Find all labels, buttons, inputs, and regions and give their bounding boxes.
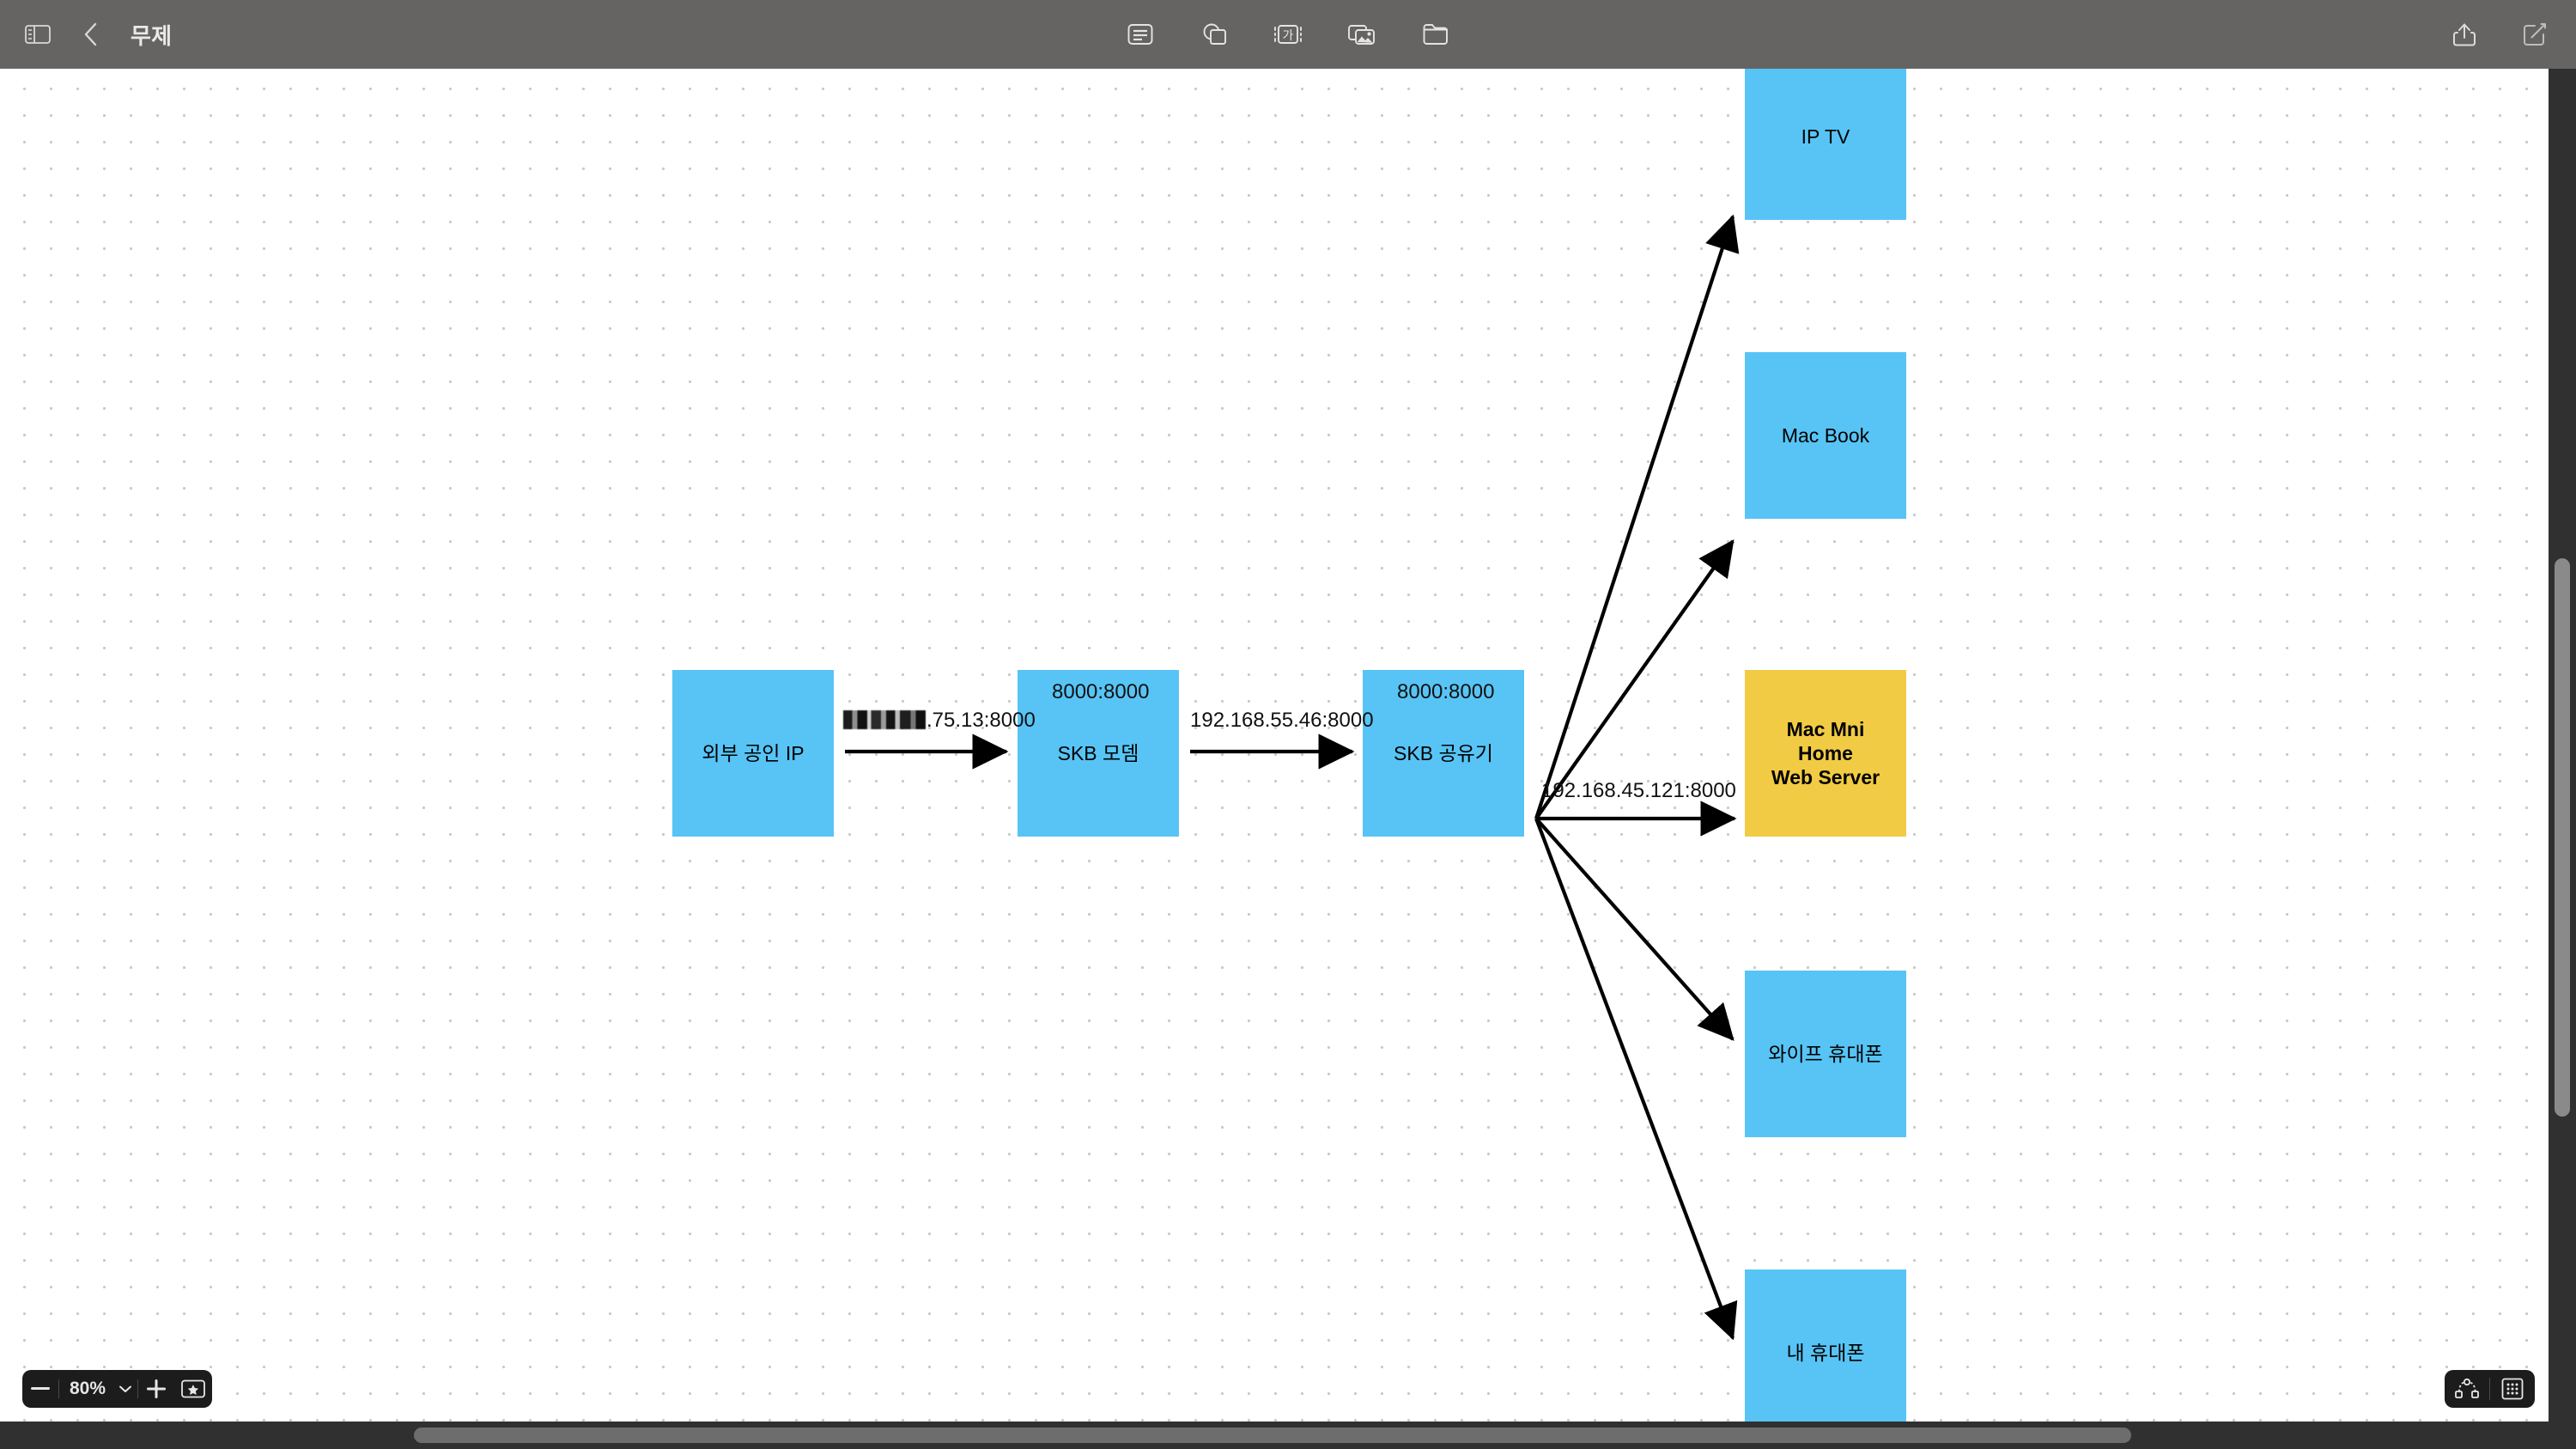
node-label: 와이프 휴대폰 (1768, 1042, 1883, 1065)
node-my-phone[interactable]: 내 휴대폰 (1745, 1269, 1906, 1422)
edge-label-modem-lan-ip[interactable]: 192.168.55.46:8000 (1190, 709, 1374, 733)
edge-label-text: 8000:8000 (1052, 680, 1150, 703)
node-label: IP TV (1801, 125, 1850, 148)
diagram-canvas[interactable]: 외부 공인 IP SKB 모뎀 SKB 공유기 IP TV Mac Book M… (0, 69, 2549, 1422)
edge-label-modem-forward[interactable]: 8000:8000 (1052, 680, 1149, 704)
edge-label-router-lan-ip[interactable]: 192.168.45.121:8000 (1541, 779, 1736, 803)
zoom-divider-left (58, 1379, 59, 1398)
share-icon[interactable] (2445, 15, 2483, 53)
fit-to-screen-star-icon[interactable] (174, 1370, 212, 1408)
edge-label-text: 192.168.45.121:8000 (1541, 779, 1736, 802)
node-label: Mac Book (1781, 423, 1870, 447)
arrow-router-to-wifephone (1534, 817, 1735, 1041)
folder-icon[interactable] (1417, 15, 1455, 53)
horizontal-scrollbar-thumb[interactable] (414, 1428, 2131, 1443)
redaction-mask (843, 710, 926, 729)
edge-label-text: .75.13:8000 (927, 709, 1036, 732)
arrow-router-to-myphone (1534, 818, 1738, 1341)
node-ip-tv[interactable]: IP TV (1745, 69, 1906, 220)
node-label: SKB 모뎀 (1057, 741, 1139, 764)
vertical-scrollbar-thumb[interactable] (2555, 558, 2570, 1117)
note-icon[interactable] (1121, 15, 1159, 53)
grid-toggle-icon[interactable] (2490, 1370, 2535, 1408)
sidebar-toggle-icon[interactable] (19, 15, 57, 53)
node-external-ip[interactable]: 외부 공인 IP (672, 670, 834, 837)
node-label: Mac Mni Home Web Server (1771, 717, 1880, 789)
zoom-out-button[interactable] (22, 1370, 58, 1408)
svg-text:가: 가 (1283, 28, 1294, 42)
edge-label-router-forward[interactable]: 8000:8000 (1397, 680, 1494, 704)
top-toolbar: 무제 (0, 0, 2576, 69)
node-label: 외부 공인 IP (702, 741, 805, 764)
zoom-control: 80% (22, 1370, 213, 1408)
edge-label-text: 8000:8000 (1397, 680, 1495, 703)
zoom-divider-right (137, 1379, 139, 1398)
edge-label-text: 192.168.55.46:8000 (1190, 709, 1374, 732)
canvas-tools-divider (2489, 1378, 2490, 1400)
node-label: 내 휴대폰 (1786, 1341, 1865, 1364)
toolbar-left-group: 무제 (0, 15, 172, 53)
text-box-icon[interactable]: 가 (1269, 15, 1307, 53)
horizontal-scrollbar[interactable] (0, 1422, 2576, 1449)
node-skb-modem[interactable]: SKB 모뎀 (1018, 670, 1179, 837)
diagram-arrows (845, 214, 1740, 1341)
media-icon[interactable] (1343, 15, 1381, 53)
toolbar-center-group: 가 (1121, 15, 1455, 53)
arrow-router-to-macbook (1534, 539, 1735, 820)
vertical-scrollbar[interactable] (2549, 69, 2576, 1422)
document-title[interactable]: 무제 (131, 22, 173, 49)
node-mac-mini[interactable]: Mac Mni Home Web Server (1745, 670, 1906, 837)
zoom-in-button[interactable] (138, 1370, 174, 1408)
shapes-icon[interactable] (1195, 15, 1233, 53)
node-label: SKB 공유기 (1394, 741, 1493, 764)
back-chevron-icon[interactable] (72, 15, 110, 53)
node-wife-phone[interactable]: 와이프 휴대폰 (1745, 971, 1906, 1137)
zoom-level-value[interactable]: 80% (70, 1379, 106, 1398)
canvas-tools (2445, 1370, 2535, 1408)
edge-label-public-ip-port[interactable]: .75.13:8000 (843, 709, 1036, 733)
compose-icon[interactable] (2516, 15, 2554, 53)
toolbar-right-group (2445, 0, 2554, 69)
chevron-down-icon[interactable] (113, 1370, 137, 1408)
arrow-router-to-iptv (1534, 214, 1740, 819)
node-mac-book[interactable]: Mac Book (1745, 352, 1906, 519)
connector-tool-icon[interactable] (2445, 1370, 2489, 1408)
node-skb-router[interactable]: SKB 공유기 (1363, 670, 1524, 837)
